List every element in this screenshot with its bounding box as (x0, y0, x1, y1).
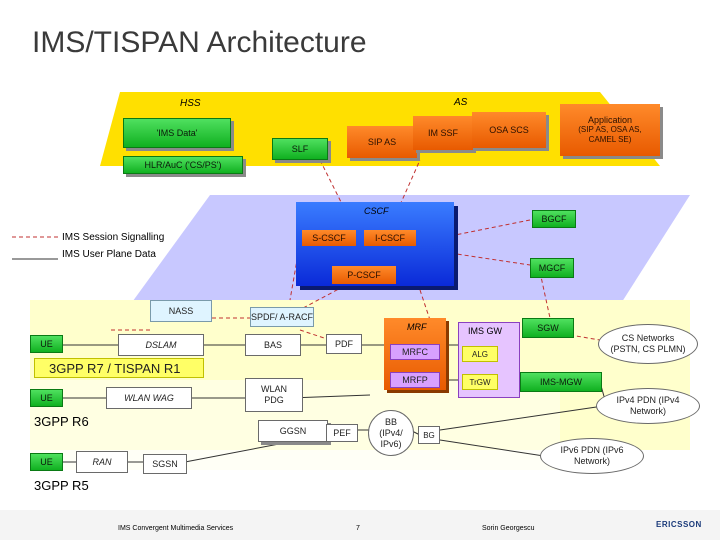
ran-box[interactable]: RAN (76, 451, 128, 473)
im-ssf-label: IM SSF (427, 128, 458, 138)
mrfc-label: MRFC (402, 347, 428, 357)
ue-r5-box[interactable]: UE (30, 453, 63, 471)
ipv6-pdn-label: IPv6 PDN (IPv6 Network) (560, 445, 624, 466)
p-cscf-label: P-CSCF (347, 270, 381, 280)
application-box[interactable]: Application (SIP AS, OSA AS, CAMEL SE) (560, 104, 660, 156)
osa-scs-label: OSA SCS (489, 125, 529, 135)
sip-as-label: SIP AS (367, 137, 397, 147)
mgcf-box[interactable]: MGCF (530, 258, 574, 278)
ue-r6-label: UE (40, 393, 53, 403)
wlan-pdg-box[interactable]: WLAN PDG (245, 378, 303, 412)
ims-data-box[interactable]: 'IMS Data' (123, 118, 231, 148)
release-r7-label: 3GPP R7 / TISPAN R1 (49, 360, 181, 376)
p-cscf-box[interactable]: P-CSCF (332, 266, 396, 284)
trgw-label: TrGW (469, 377, 491, 387)
ue-r5-label: UE (40, 457, 53, 467)
ims-gw-label: IMS GW (468, 326, 502, 336)
pdf-label: PDF (335, 339, 353, 349)
ggsn-box[interactable]: GGSN (258, 420, 328, 442)
wlan-wag-label: WLAN WAG (124, 393, 174, 403)
slf-box[interactable]: SLF (272, 138, 328, 160)
legend-signalling: IMS Session Signalling (62, 232, 165, 243)
pef-box[interactable]: PEF (326, 424, 358, 442)
ipv4-pdn-label: IPv4 PDN (IPv4 Network) (616, 395, 680, 416)
im-ssf-box[interactable]: IM SSF (413, 116, 473, 150)
dslam-box[interactable]: DSLAM (118, 334, 204, 356)
ims-data-label: 'IMS Data' (156, 128, 198, 138)
ims-mgw-label: IMS-MGW (540, 377, 582, 387)
hss-label: HSS (180, 98, 201, 109)
sgsn-label: SGSN (152, 459, 178, 469)
alg-label: ALG (471, 349, 488, 359)
mgcf-label: MGCF (538, 263, 566, 273)
ipv6-pdn-cloud[interactable]: IPv6 PDN (IPv6 Network) (540, 438, 644, 474)
sgw-box[interactable]: SGW (522, 318, 574, 338)
ims-mgw-box[interactable]: IMS-MGW (520, 372, 602, 392)
bas-label: BAS (263, 340, 282, 350)
i-cscf-box[interactable]: I-CSCF (364, 230, 416, 246)
mrf-label: MRF (407, 322, 427, 332)
wlan-pdg-label: WLAN PDG (260, 384, 287, 405)
i-cscf-label: I-CSCF (375, 233, 405, 243)
ericsson-logo: ERICSSON (656, 520, 702, 529)
ipv4-pdn-cloud[interactable]: IPv4 PDN (IPv4 Network) (596, 388, 700, 424)
bb-cloud[interactable]: BB (IPv4/ IPv6) (368, 410, 414, 456)
bg-box[interactable]: BG (418, 426, 440, 444)
hlr-auc-label: HLR/AuC ('CS/PS') (144, 160, 222, 170)
cscf-label: CSCF (364, 206, 389, 216)
bas-box[interactable]: BAS (245, 334, 301, 356)
sip-as-box[interactable]: SIP AS (347, 126, 417, 158)
bgcf-box[interactable]: BGCF (532, 210, 576, 228)
osa-scs-box[interactable]: OSA SCS (472, 112, 546, 148)
ue-r7-box[interactable]: UE (30, 335, 63, 353)
alg-box[interactable]: ALG (462, 346, 498, 362)
application-detail: (SIP AS, OSA AS, CAMEL SE) (578, 125, 642, 144)
s-cscf-box[interactable]: S-CSCF (302, 230, 356, 246)
hlr-auc-box[interactable]: HLR/AuC ('CS/PS') (123, 156, 243, 174)
cs-networks-cloud[interactable]: CS Networks (PSTN, CS PLMN) (598, 324, 698, 364)
mrfp-box[interactable]: MRFP (390, 372, 440, 388)
pef-label: PEF (333, 428, 351, 438)
footer-left: IMS Convergent Multimedia Services (118, 525, 234, 532)
ue-r6-box[interactable]: UE (30, 389, 63, 407)
cs-networks-label: CS Networks (PSTN, CS PLMN) (610, 333, 686, 354)
bg-label: BG (423, 430, 435, 440)
slf-label: SLF (291, 144, 309, 154)
s-cscf-label: S-CSCF (312, 233, 346, 243)
application-title: Application (587, 115, 633, 125)
nass-label: NASS (168, 306, 194, 316)
as-label: AS (454, 97, 468, 108)
footer-bar (0, 510, 720, 540)
wlan-wag-box[interactable]: WLAN WAG (106, 387, 192, 409)
mrfp-label: MRFP (402, 375, 428, 385)
pdf-box[interactable]: PDF (326, 334, 362, 354)
release-r6-label: 3GPP R6 (34, 414, 89, 429)
ue-r7-label: UE (40, 339, 53, 349)
ggsn-label: GGSN (279, 426, 307, 436)
sgsn-box[interactable]: SGSN (143, 454, 187, 474)
spdf-box[interactable]: SPDF/ A-RACF (250, 307, 314, 327)
footer-author: Sorin Georgescu (482, 525, 535, 532)
legend-user-plane: IMS User Plane Data (62, 249, 156, 260)
ran-label: RAN (92, 457, 112, 467)
page-title: IMS/TISPAN Architecture (32, 26, 367, 59)
dslam-label: DSLAM (145, 340, 177, 350)
bgcf-label: BGCF (541, 214, 567, 224)
release-r7-tag: 3GPP R7 / TISPAN R1 (34, 358, 204, 378)
footer-page-number: 7 (356, 525, 360, 532)
mrfc-box[interactable]: MRFC (390, 344, 440, 360)
bb-label: BB (IPv4/ IPv6) (379, 416, 403, 449)
nass-box[interactable]: NASS (150, 300, 212, 322)
release-r5-label: 3GPP R5 (34, 478, 89, 493)
spdf-label: SPDF/ A-RACF (251, 312, 314, 322)
trgw-box[interactable]: TrGW (462, 374, 498, 390)
sgw-label: SGW (537, 323, 559, 333)
